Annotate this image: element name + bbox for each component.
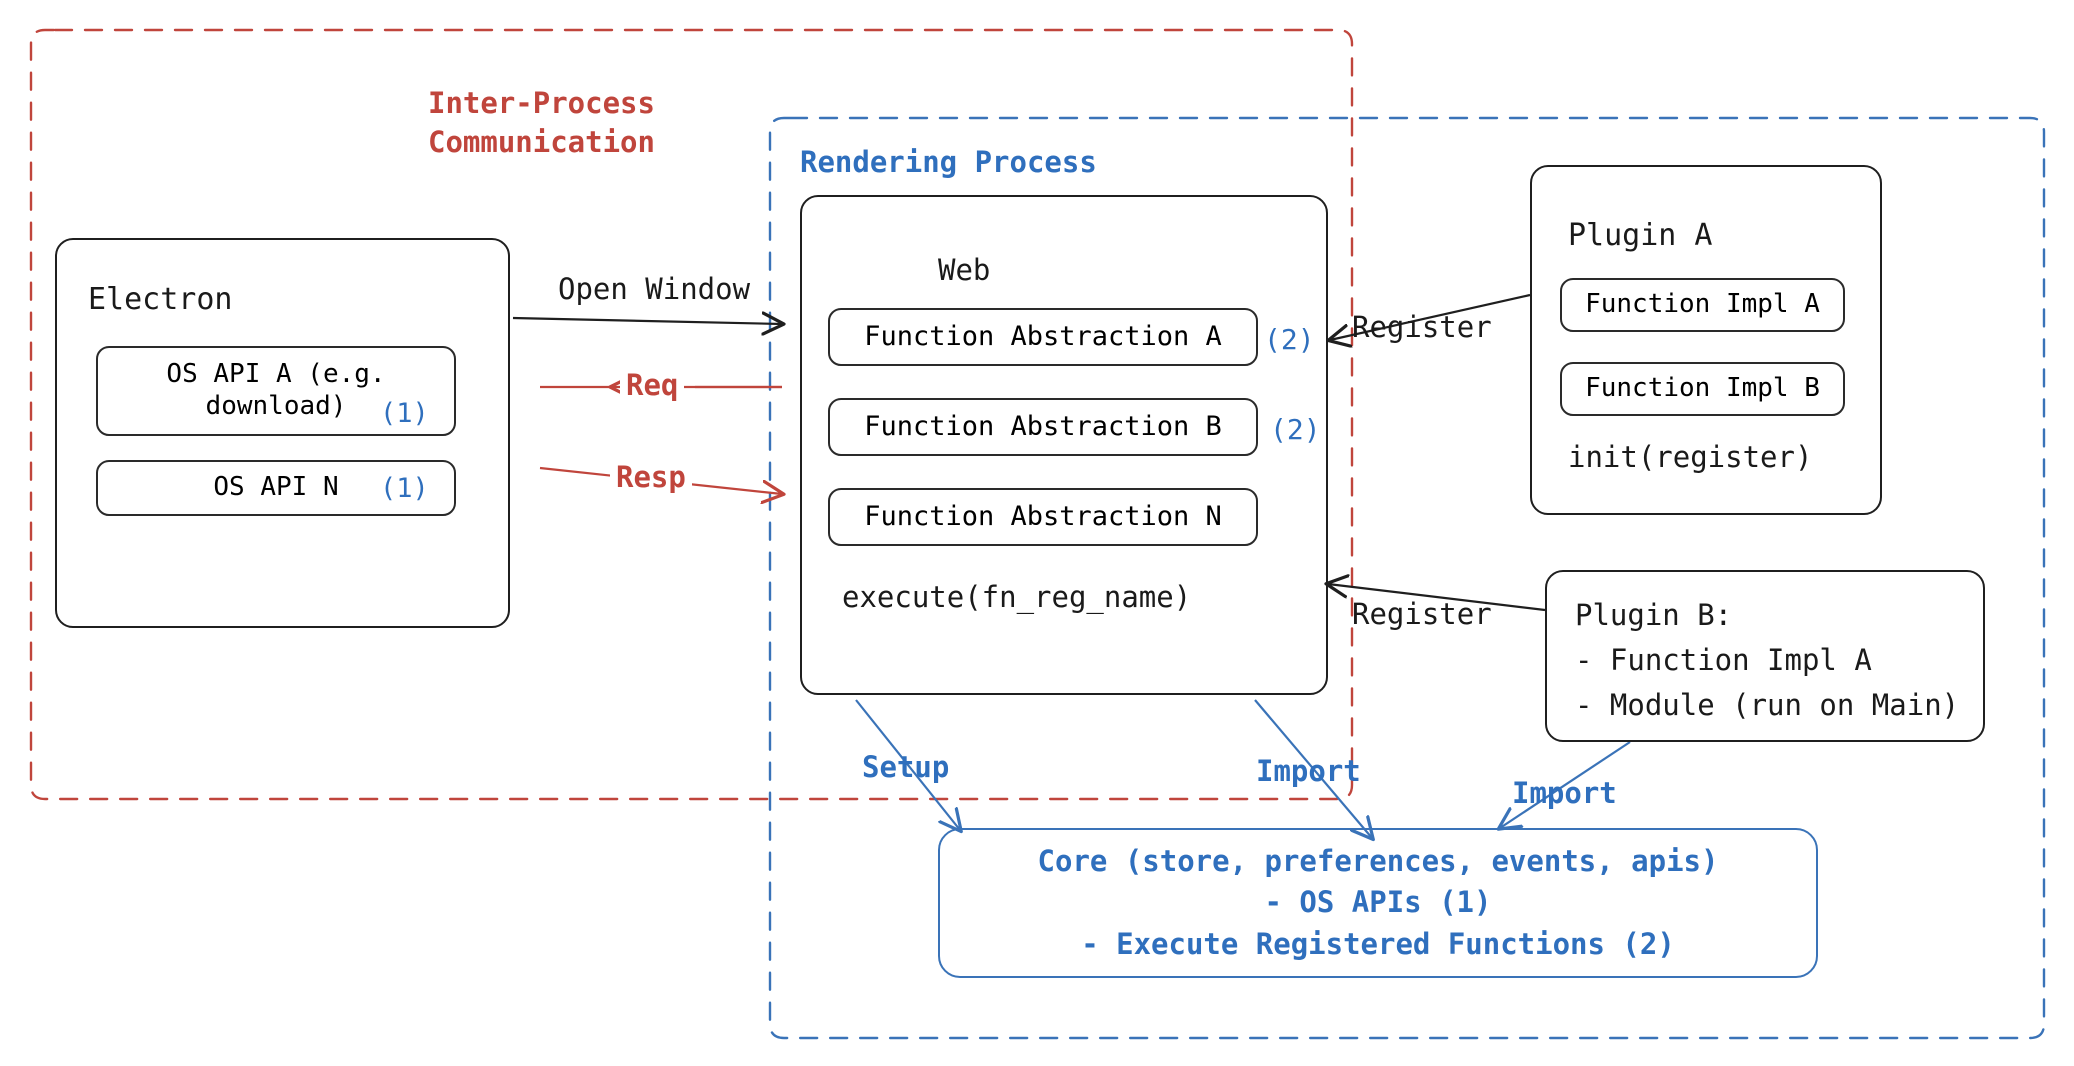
function-impl-a-label: Function Impl A: [1585, 289, 1820, 320]
core-box[interactable]: Core (store, preferences, events, apis) …: [938, 828, 1818, 978]
plugin-a-init-label: init(register): [1568, 440, 1813, 474]
function-abstraction-a-box[interactable]: Function Abstraction A: [828, 308, 1258, 366]
web-execute-label: execute(fn_reg_name): [842, 580, 1192, 614]
web-box[interactable]: [800, 195, 1328, 695]
web-title: Web: [938, 253, 991, 287]
function-impl-b-label: Function Impl B: [1585, 373, 1820, 404]
ipc-container-label: Inter-Process Communication: [428, 86, 655, 159]
core-line-3: - Execute Registered Functions (2): [1081, 926, 1675, 961]
function-abstraction-a-label: Function Abstraction A: [864, 320, 1222, 352]
core-line-1: Core (store, preferences, events, apis): [1037, 844, 1719, 879]
edge-req-label: Req: [620, 368, 685, 402]
function-abstraction-n-box[interactable]: Function Abstraction N: [828, 488, 1258, 546]
function-abstraction-a-tag: (2): [1264, 323, 1315, 356]
plugin-b-line-2: - Module (run on Main): [1575, 688, 1960, 722]
electron-box[interactable]: [55, 238, 510, 628]
plugin-a-title: Plugin A: [1568, 218, 1713, 253]
function-impl-b-box[interactable]: Function Impl B: [1560, 362, 1845, 416]
edge-resp-label: Resp: [610, 460, 692, 494]
edge-open-window-label: Open Window: [558, 272, 751, 306]
os-api-n-box[interactable]: OS API N: [96, 460, 456, 516]
plugin-b-line-1: - Function Impl A: [1575, 643, 1872, 677]
function-abstraction-b-tag: (2): [1270, 413, 1321, 446]
function-abstraction-b-label: Function Abstraction B: [864, 410, 1222, 442]
rendering-process-label: Rendering Process: [800, 145, 1097, 179]
os-api-a-label: OS API A (e.g. download): [166, 359, 386, 421]
edge-import-web-label: Import: [1256, 754, 1361, 788]
edge-open-window: [512, 318, 782, 324]
os-api-a-box[interactable]: OS API A (e.g. download): [96, 346, 456, 436]
os-api-a-tag: (1): [380, 398, 429, 429]
core-line-2: - OS APIs (1): [1264, 885, 1492, 920]
edge-register-plugin-a-label: Register: [1352, 310, 1492, 344]
edge-register-plugin-b-label: Register: [1352, 597, 1492, 631]
electron-title: Electron: [88, 282, 233, 317]
os-api-n-tag: (1): [380, 473, 429, 504]
plugin-b-box[interactable]: [1545, 570, 1985, 742]
function-abstraction-b-box[interactable]: Function Abstraction B: [828, 398, 1258, 456]
plugin-a-box[interactable]: [1530, 165, 1882, 515]
os-api-n-label: OS API N: [213, 472, 339, 503]
plugin-b-title: Plugin B:: [1575, 598, 1733, 632]
edge-setup-label: Setup: [862, 750, 950, 784]
edge-import-plugin-b-label: Import: [1512, 776, 1617, 810]
function-abstraction-n-label: Function Abstraction N: [864, 500, 1222, 532]
function-impl-a-box[interactable]: Function Impl A: [1560, 278, 1845, 332]
